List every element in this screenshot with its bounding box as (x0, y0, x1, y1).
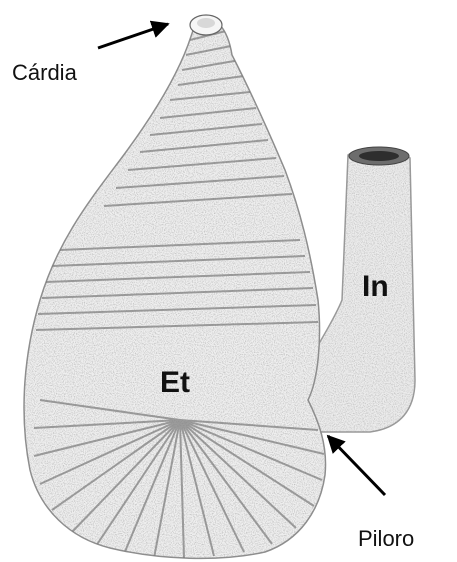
cardia-arrow (98, 24, 168, 48)
piloro-arrow (328, 436, 385, 495)
cardia-label: Cárdia (12, 60, 78, 85)
piloro-label: Piloro (358, 526, 414, 551)
intestine-label: In (362, 270, 389, 303)
stomach-label: Et (160, 366, 190, 399)
